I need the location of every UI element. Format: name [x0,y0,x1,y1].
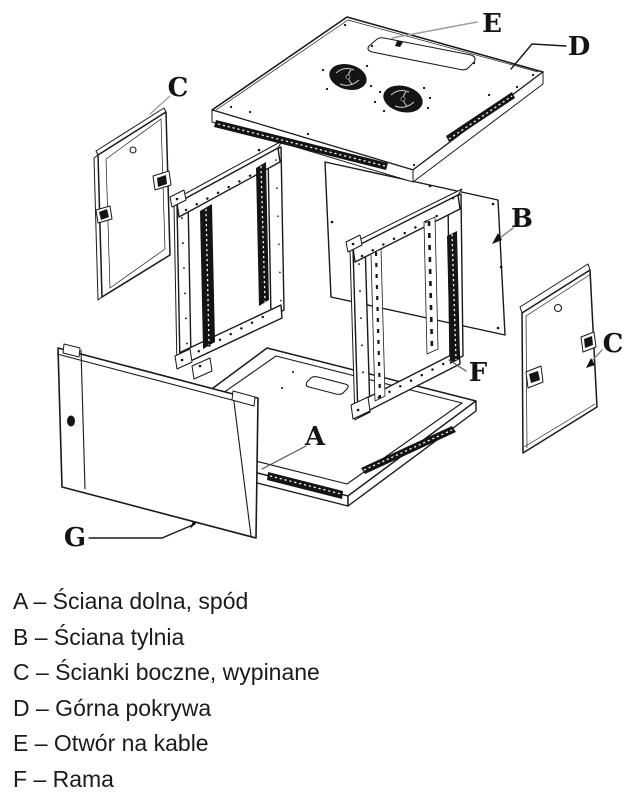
label-bottom-panel: A [304,422,326,452]
frame-left-rack-rail-1 [200,204,215,349]
side-left-face [98,112,170,297]
label-back-panel: B [511,204,533,234]
legend-item-f: F – Rama [13,762,320,797]
label-frame: F [469,358,488,388]
frame-left-rack-rail-2 [256,162,269,306]
legend: A – Ściana dolna, spód B – Ściana tylnia… [13,584,320,797]
leader-front-door [89,524,195,538]
legend-item-c: C – Ścianki boczne, wypinane [13,655,320,691]
legend-item-e: E – Otwór na kable [13,726,320,762]
label-side-panel-right: C [603,329,624,359]
label-front-door: G [64,523,86,553]
diagram-svg: C E D B C F A G [0,0,626,572]
leader-cable-opening [392,22,477,38]
side-panel-right [520,264,597,453]
label-top-cover: D [568,32,591,62]
frame-left-section [170,141,284,379]
top-cover-face [212,17,543,170]
side-panel-left [94,108,171,300]
label-side-panel-left: C [168,73,189,103]
frame-left-rail-front [177,197,191,365]
legend-item-b: B – Ściana tylnia [13,620,320,656]
frame-left-rail-rear [268,147,284,317]
legend-item-a: A – Ściana dolna, spód [13,584,320,620]
front-door [57,344,258,538]
frame-left-foot-2 [192,358,212,379]
lock-hole [67,416,75,427]
label-cable-opening: E [482,9,502,39]
exploded-diagram: C E D B C F A G [0,0,626,572]
legend-item-d: D – Górna pokrywa [13,691,320,727]
